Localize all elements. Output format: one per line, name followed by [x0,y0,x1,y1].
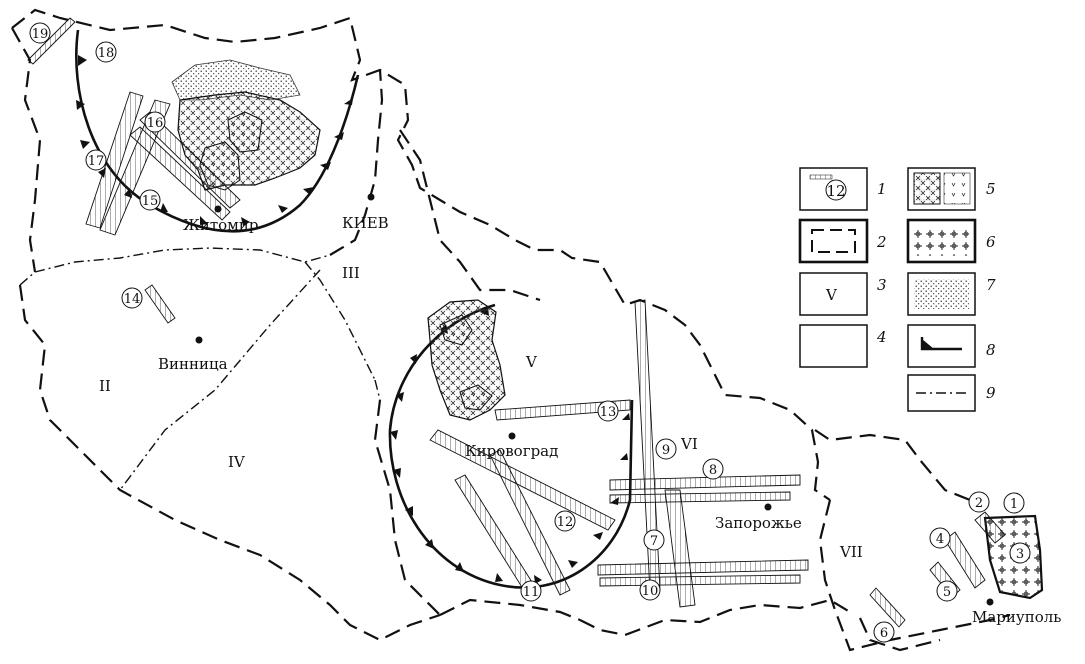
svg-text:3: 3 [1016,547,1024,562]
svg-text:12: 12 [557,515,574,530]
dike-label-1: 1 [1003,492,1025,514]
region-labels: II III IV V VI VII [99,264,863,561]
block-boundaries [19,247,381,491]
massif-korsun [427,299,506,421]
dike-label-15: 15 [139,189,161,211]
city-dot-vinnitsa [195,336,203,344]
legend-item-4: 4 [799,324,887,368]
legend: 12 1 2 V 3 4 5 6 [798,167,996,412]
city-dot-kiev [367,193,375,201]
legend-item-6: 6 [906,218,996,264]
svg-text:8: 8 [986,341,996,359]
svg-text:15: 15 [142,194,159,209]
region-III: III [342,264,360,282]
svg-text:18: 18 [98,46,115,61]
city-vinnitsa: Винница [158,355,228,373]
region-II: II [99,377,111,395]
city-zaporozhye: Запорожье [715,514,802,532]
svg-text:5: 5 [986,180,996,198]
dike-label-17: 17 [85,149,107,171]
dike-label-4: 4 [929,527,951,549]
city-kirovograd: Кировоград [465,442,558,460]
svg-text:2: 2 [975,496,983,511]
svg-text:V: V [825,286,838,304]
svg-text:19: 19 [32,27,49,42]
dike-label-2: 2 [968,491,990,513]
svg-text:17: 17 [88,154,105,169]
svg-text:8: 8 [709,463,717,478]
svg-text:13: 13 [600,405,617,420]
legend-item-2: 2 [798,218,887,264]
svg-text:3: 3 [877,276,887,294]
svg-text:7: 7 [650,534,658,549]
svg-text:10: 10 [642,584,659,599]
legend-item-7: 7 [907,272,996,316]
legend-item-3: V 3 [799,272,887,316]
legend-item-9: 9 [907,374,996,412]
city-dot-zaporozhye [764,503,772,511]
cities: Житомир КИЕВ Винница Кировоград Запорожь… [158,193,1061,626]
region-VI: VI [680,435,698,453]
legend-item-5: 5 [907,167,996,211]
city-dot-kirovograd [508,432,516,440]
svg-text:16: 16 [147,116,164,131]
svg-text:9: 9 [662,443,670,458]
dike-label-5: 5 [936,580,958,602]
region-VII: VII [839,543,863,561]
region-IV: IV [228,453,246,471]
dike-bands [27,17,1006,628]
dike-label-16: 16 [144,111,166,133]
svg-text:7: 7 [986,276,996,294]
svg-text:14: 14 [124,292,141,307]
dike-label-3: 3 [1009,542,1031,564]
city-mariupol: Мариуполь [972,608,1061,626]
dike-labels: 1 2 3 4 5 6 7 8 9 10 11 12 13 14 15 16 1… [29,22,1031,643]
legend-item-8: 8 [907,324,996,368]
svg-text:5: 5 [943,585,951,600]
svg-text:9: 9 [986,384,996,402]
dike-label-10: 10 [639,579,661,601]
svg-text:6: 6 [986,233,996,251]
dike-label-18: 18 [95,41,117,63]
svg-text:6: 6 [880,626,888,641]
city-dot-zhitomir [214,205,222,213]
dike-label-12: 12 [554,510,576,532]
dike-label-7: 7 [643,529,665,551]
svg-text:1: 1 [1010,497,1018,512]
dike-label-9: 9 [655,438,677,460]
svg-text:4: 4 [876,328,887,346]
legend-item-1: 12 1 [799,167,887,211]
city-dot-mariupol [986,598,994,606]
svg-text:11: 11 [523,585,540,600]
city-kiev: КИЕВ [342,214,389,232]
dike-label-14: 14 [121,287,143,309]
svg-text:12: 12 [826,182,845,200]
massif-korosten [171,59,321,191]
dike-label-8: 8 [702,458,724,480]
dike-label-13: 13 [597,400,619,422]
city-zhitomir: Житомир [183,216,258,234]
svg-text:1: 1 [877,180,887,198]
dike-label-6: 6 [873,621,895,643]
dike-label-19: 19 [29,22,51,44]
thrust-contours [75,29,634,589]
svg-text:2: 2 [876,233,887,251]
dike-label-11: 11 [520,580,542,602]
region-V: V [525,353,538,371]
svg-text:4: 4 [936,532,944,547]
